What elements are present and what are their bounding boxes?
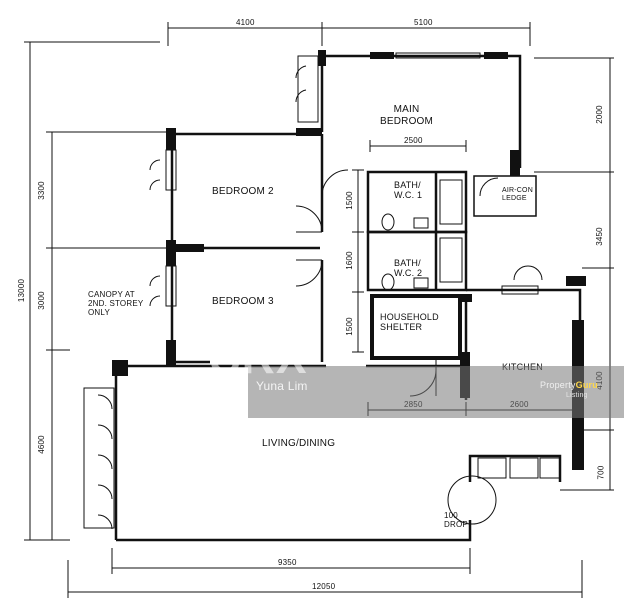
label-main-bedroom: MAIN BEDROOM [380,104,434,127]
dim-right-3450: 3450 [594,227,604,246]
dim-inner-1600: 1600 [344,251,354,270]
wall-main-bedroom [320,54,522,168]
dim-left-13000: 13000 [17,278,27,303]
label-drop: 100 DROP [444,511,468,529]
dim-inner-1500b: 1500 [344,317,354,336]
dim-right-700: 700 [596,465,606,480]
watermark-brand: PropertyGuru [540,380,598,390]
dim-inner-2500: 2500 [404,136,423,145]
dim-bottom-9350: 9350 [278,558,297,567]
dim-top-left: 4100 [236,18,255,27]
dim-left-4600: 4600 [36,435,46,454]
label-aircon-ledge: AIR-CON LEDGE [502,187,533,202]
label-canopy: CANOPY AT 2ND. STOREY ONLY [88,290,144,317]
label-bath-1: BATH/ W.C. 1 [394,180,423,200]
dim-top-right: 5100 [414,18,433,27]
watermark-brand-sub: Listing [566,392,588,399]
watermark-band [248,366,624,418]
label-living-dining: LIVING/DINING [262,438,336,449]
dim-inner-1500: 1500 [344,191,354,210]
dim-right-2000: 2000 [594,105,604,124]
watermark-agent-name: Yuna Lim [256,379,308,393]
label-bath-2: BATH/ W.C. 2 [394,258,423,278]
dim-bottom-12050: 12050 [312,582,336,591]
dim-left-3000: 3000 [36,291,46,310]
watermark-logo: SRX [210,331,308,383]
label-household-shelter: HOUSEHOLD SHELTER [380,312,439,332]
label-bedroom-2: BEDROOM 2 [212,186,274,197]
dim-left-3300: 3300 [36,181,46,200]
label-bedroom-3: BEDROOM 3 [212,296,274,307]
